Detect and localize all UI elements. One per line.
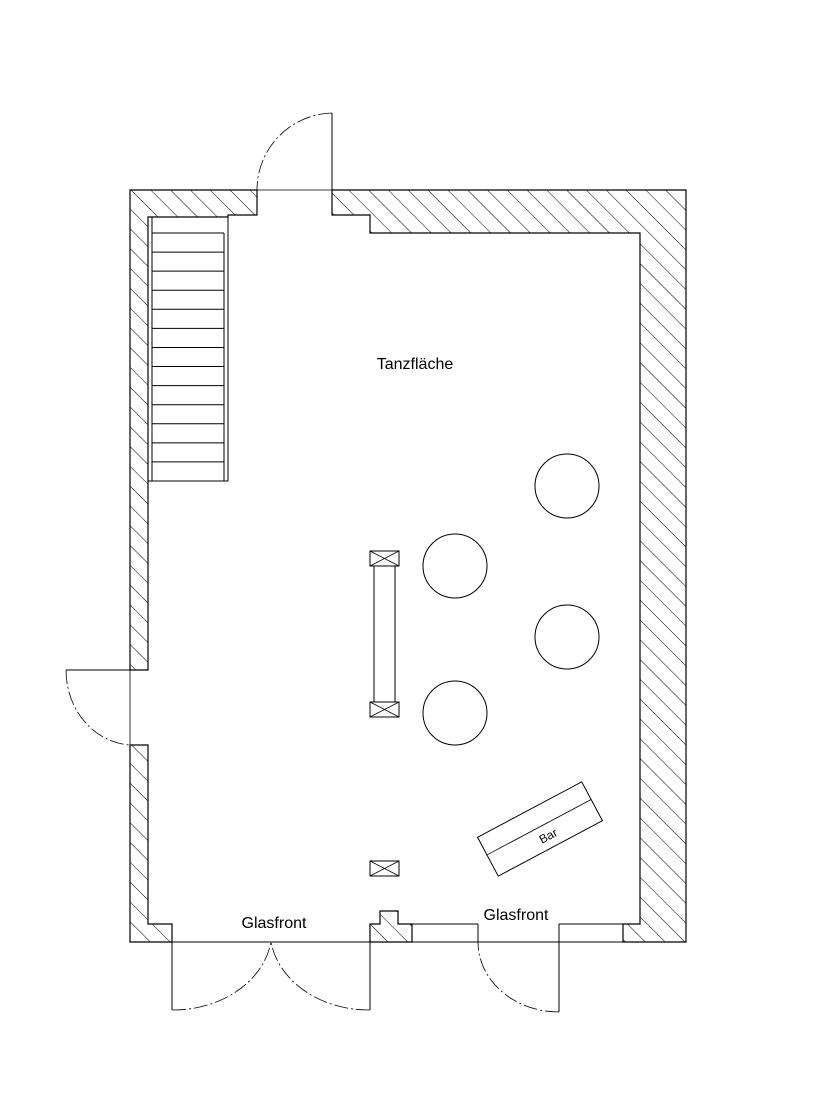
column-bottom — [369, 860, 400, 877]
openings — [129, 189, 623, 943]
table-round — [534, 453, 600, 519]
walls — [129, 189, 687, 943]
wall-top-right — [331, 189, 687, 943]
beam — [373, 566, 396, 702]
table-round — [422, 533, 488, 599]
wall-top-left — [129, 189, 258, 671]
dance-floor-label: Tanzfläche — [377, 356, 454, 373]
door-bottom-double — [171, 941, 371, 1011]
door-left — [65, 669, 131, 746]
wall-left-lower — [129, 744, 173, 943]
staircase — [147, 216, 229, 482]
door-bottom-right — [477, 941, 560, 1013]
bar-counter: Bar — [476, 781, 604, 877]
columns — [369, 550, 400, 877]
tables — [422, 453, 600, 746]
glass-front-left-label: Glasfront — [242, 915, 307, 932]
doors — [65, 112, 560, 1013]
bar-label: Bar — [537, 825, 560, 846]
table-round — [422, 680, 488, 746]
glass-front-right-label: Glasfront — [484, 907, 549, 924]
table-round — [534, 604, 600, 670]
wall-pier — [369, 910, 413, 943]
column-top — [369, 550, 400, 567]
column-middle — [369, 701, 400, 718]
door-top — [256, 112, 333, 191]
